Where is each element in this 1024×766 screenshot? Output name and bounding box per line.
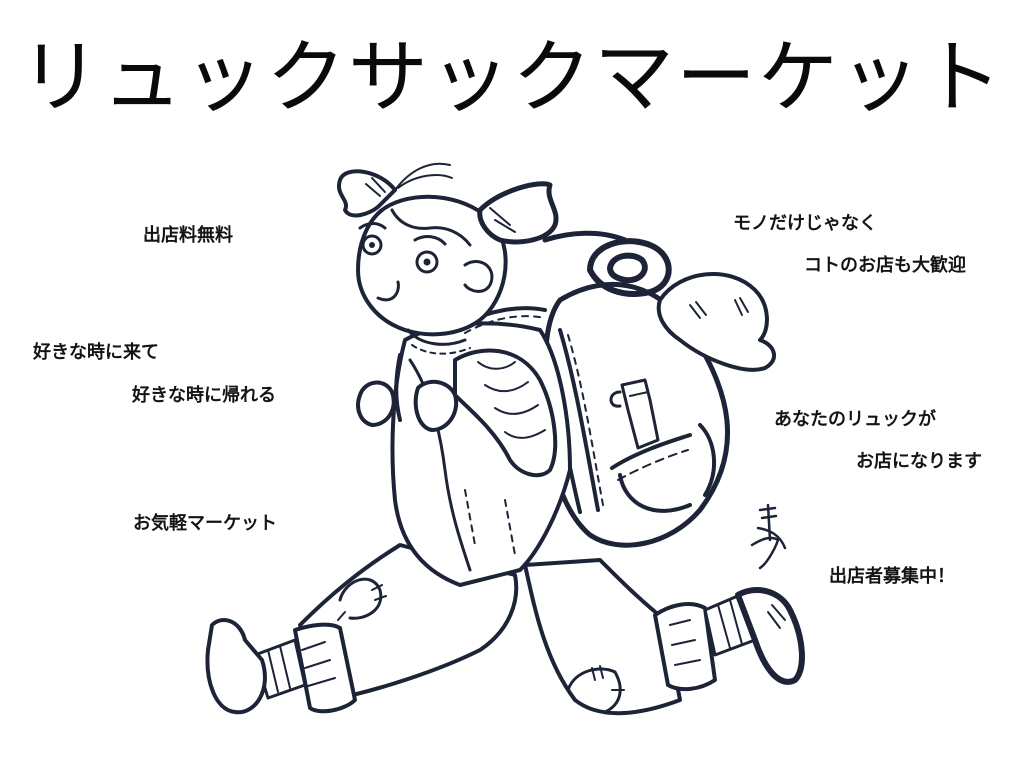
backpack xyxy=(542,230,776,548)
legs xyxy=(205,543,805,716)
caption-experiences-welcome: コトのお店も大歓迎 xyxy=(804,255,966,276)
illustration-svg xyxy=(205,162,805,716)
caption-come-anytime: 好きな時に来て xyxy=(33,342,159,363)
caption-your-backpack: あなたのリュックが xyxy=(774,409,936,430)
girl-with-backpack-illustration xyxy=(190,135,810,760)
head xyxy=(336,162,559,355)
caption-becomes-a-shop: お店になります xyxy=(856,451,982,472)
torso xyxy=(356,306,572,587)
caption-leave-anytime: 好きな時に帰れる xyxy=(132,385,276,406)
poster-title: リュックサックマーケット xyxy=(20,31,1004,124)
artist-signature xyxy=(750,503,787,570)
caption-casual-market: お気軽マーケット xyxy=(133,513,277,534)
caption-free-entry-fee: 出店料無料 xyxy=(143,225,233,246)
caption-not-only-goods: モノだけじゃなく xyxy=(733,213,877,234)
caption-recruiting-vendors: 出店者募集中！ xyxy=(829,566,955,587)
